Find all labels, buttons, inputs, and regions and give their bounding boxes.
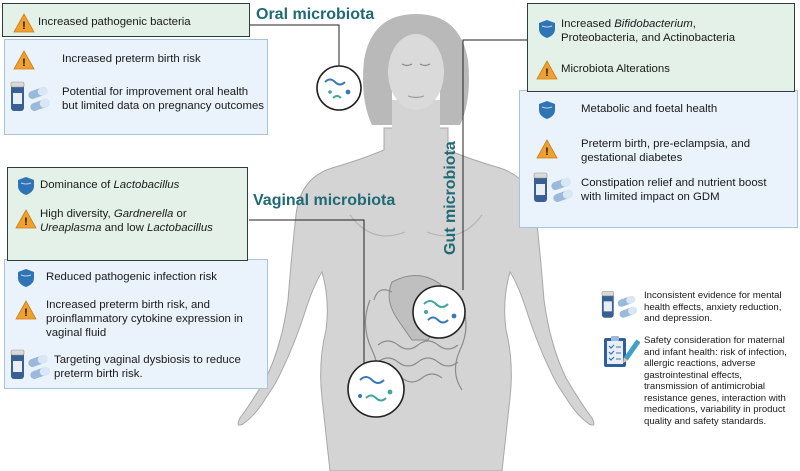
vaginal-microbiota-heading: Vaginal microbiota: [253, 192, 396, 209]
probiotic-capsules-icon: [10, 81, 54, 112]
oral-composition-item: ! Increased pathogenic bacteria: [10, 11, 246, 35]
gut-effect-item-1: Metabolic and foetal health: [533, 98, 795, 122]
svg-text:!: !: [22, 20, 26, 32]
svg-text:!: !: [545, 146, 549, 158]
oral-composition-text: Increased pathogenic bacteria: [38, 16, 191, 28]
warning-icon: !: [12, 298, 40, 322]
gut-effect-item-2: ! Preterm birth, pre-eclampsia, and gest…: [533, 137, 795, 165]
warning-icon: !: [533, 137, 561, 161]
vaginal-effect-item-2: ! Increased preterm birth risk, and proi…: [12, 298, 266, 340]
gut-microbiota-heading: Gut microbiota: [442, 141, 459, 255]
safety-text: Safety consideration for maternal and in…: [644, 335, 787, 427]
warning-icon: !: [533, 58, 561, 82]
gut-increased-text: Increased: [561, 18, 615, 30]
vaginal-composition-item-1: Dominance of Lactobacillus: [12, 174, 246, 198]
shield-icon: [12, 266, 40, 290]
svg-text:!: !: [545, 67, 549, 79]
vaginal-intervention-text: Targeting vaginal dysbiosis to reduce pr…: [54, 354, 241, 380]
gut-composition-item-1: Increased Bifidobacterium, Proteobacteri…: [533, 17, 791, 45]
mental-health-text: Inconsistent evidence for mental health …: [644, 290, 782, 324]
ureaplasma-text: Ureaplasma: [40, 222, 102, 234]
gut-alterations-text: Microbiota Alterations: [561, 63, 670, 75]
mental-health-item: Inconsistent evidence for mental health …: [600, 290, 796, 325]
warning-icon: !: [10, 48, 38, 72]
vaginal-effect-text-1: Reduced pathogenic infection risk: [46, 271, 217, 283]
clipboard-checklist-icon: [600, 335, 642, 369]
vaginal-microbe-circle: [347, 360, 405, 418]
gut-effect-text-2: Preterm birth, pre-eclampsia, and gestat…: [581, 138, 751, 164]
oral-composition-panel: [2, 3, 250, 37]
gut-effect-text-1: Metabolic and foetal health: [581, 103, 718, 115]
shield-icon: [533, 17, 561, 41]
and-low-text: and low: [101, 222, 148, 234]
vaginal-composition-panel: [7, 167, 248, 261]
vaginal-dominance-text: Dominance of: [40, 179, 114, 191]
shield-icon: [12, 174, 40, 198]
diversity-text: High diversity,: [40, 208, 114, 220]
gut-phyla-text: , Proteobacteria, and Actinobacteria: [561, 18, 736, 44]
gut-intervention-text: Constipation relief and nutrient boost w…: [581, 177, 767, 203]
svg-text:!: !: [24, 307, 28, 319]
low-lactobacillus-text: Lactobacillus: [147, 222, 213, 234]
oral-microbe-circle: [316, 65, 362, 111]
gut-intervention-item: Constipation relief and nutrient boost w…: [533, 172, 795, 204]
bifidobacterium-text: Bifidobacterium: [614, 18, 693, 30]
gut-effects-panel: [519, 90, 798, 228]
or-text: or: [173, 208, 187, 220]
probiotic-capsules-icon: [600, 290, 642, 320]
safety-item: Safety consideration for maternal and in…: [600, 335, 796, 427]
shield-icon: [533, 98, 561, 122]
oral-effects-panel: [4, 39, 268, 135]
oral-intervention-item: Potential for improvement oral health bu…: [10, 81, 265, 113]
face: [388, 34, 444, 110]
vaginal-effect-item-1: Reduced pathogenic infection risk: [12, 266, 266, 290]
svg-text:!: !: [24, 216, 28, 228]
probiotic-capsules-icon: [10, 349, 54, 380]
oral-intervention-text: Potential for improvement oral health bu…: [62, 86, 264, 112]
gut-microbe-circle: [412, 285, 466, 339]
vaginal-composition-item-2: ! High diversity, Gardnerella or Ureapla…: [12, 207, 246, 235]
gut-composition-panel: [527, 3, 795, 92]
gardnerella-text: Gardnerella: [113, 208, 174, 220]
hair: [363, 14, 469, 125]
oral-microbiota-heading: Oral microbiota: [256, 6, 375, 23]
warning-icon: !: [10, 11, 38, 35]
lactobacillus-text: Lactobacillus: [113, 179, 180, 191]
vaginal-effect-text-2: Increased preterm birth risk, and proinf…: [46, 299, 243, 339]
vaginal-intervention-item: Targeting vaginal dysbiosis to reduce pr…: [10, 349, 266, 381]
warning-icon: !: [12, 207, 40, 231]
vaginal-effects-panel: [4, 259, 268, 389]
gut-composition-item-2: ! Microbiota Alterations: [533, 58, 791, 82]
oral-effect-text: Increased preterm birth risk: [62, 53, 201, 65]
oral-effect-item: ! Increased preterm birth risk: [10, 48, 260, 72]
probiotic-capsules-icon: [533, 172, 577, 203]
svg-text:!: !: [22, 57, 26, 69]
